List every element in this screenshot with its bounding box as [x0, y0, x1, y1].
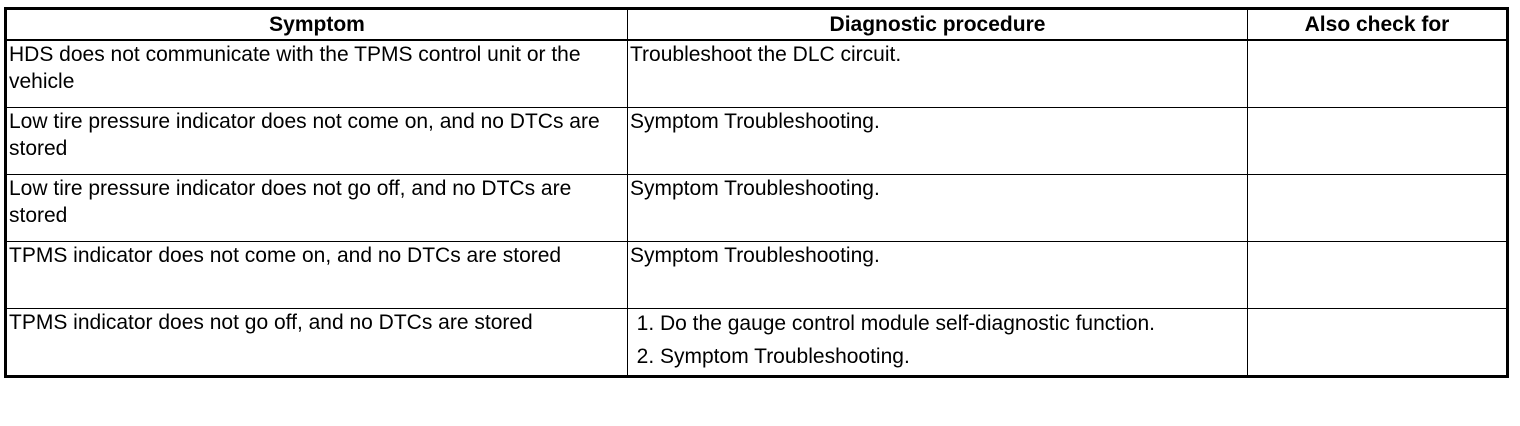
header-also-check-for: Also check for [1247, 8, 1508, 41]
procedure-steps-list: Do the gauge control module self-diagnos… [630, 310, 1245, 370]
procedure-cell: Symptom Troubleshooting. [627, 107, 1248, 175]
table-row: TPMS indicator does not go off, and no D… [5, 308, 1508, 377]
also-check-cell [1247, 39, 1508, 108]
symptom-cell: Low tire pressure indicator does not com… [5, 107, 628, 175]
table-row: HDS does not communicate with the TPMS c… [5, 39, 1508, 108]
also-check-cell [1247, 241, 1508, 309]
also-check-cell [1247, 308, 1508, 377]
procedure-step: Symptom Troubleshooting. [660, 343, 1245, 370]
procedure-cell: Troubleshoot the DLC circuit. [627, 39, 1248, 108]
diagnostic-table-container: Symptom Diagnostic procedure Also check … [4, 7, 1509, 378]
also-check-cell [1247, 174, 1508, 242]
diagnostic-table: Symptom Diagnostic procedure Also check … [4, 7, 1509, 378]
procedure-cell: Symptom Troubleshooting. [627, 174, 1248, 242]
symptom-cell: HDS does not communicate with the TPMS c… [5, 39, 628, 108]
table-row: Low tire pressure indicator does not com… [5, 107, 1508, 175]
procedure-cell: Symptom Troubleshooting. [627, 241, 1248, 309]
symptom-cell: Low tire pressure indicator does not go … [5, 174, 628, 242]
symptom-cell: TPMS indicator does not come on, and no … [5, 241, 628, 309]
procedure-cell: Do the gauge control module self-diagnos… [627, 308, 1248, 377]
symptom-cell: TPMS indicator does not go off, and no D… [5, 308, 628, 377]
header-symptom: Symptom [5, 8, 628, 41]
table-row: TPMS indicator does not come on, and no … [5, 241, 1508, 309]
header-diagnostic-procedure: Diagnostic procedure [627, 8, 1248, 41]
table-row: Low tire pressure indicator does not go … [5, 174, 1508, 242]
also-check-cell [1247, 107, 1508, 175]
procedure-step: Do the gauge control module self-diagnos… [660, 310, 1245, 337]
table-header-row: Symptom Diagnostic procedure Also check … [5, 8, 1508, 41]
